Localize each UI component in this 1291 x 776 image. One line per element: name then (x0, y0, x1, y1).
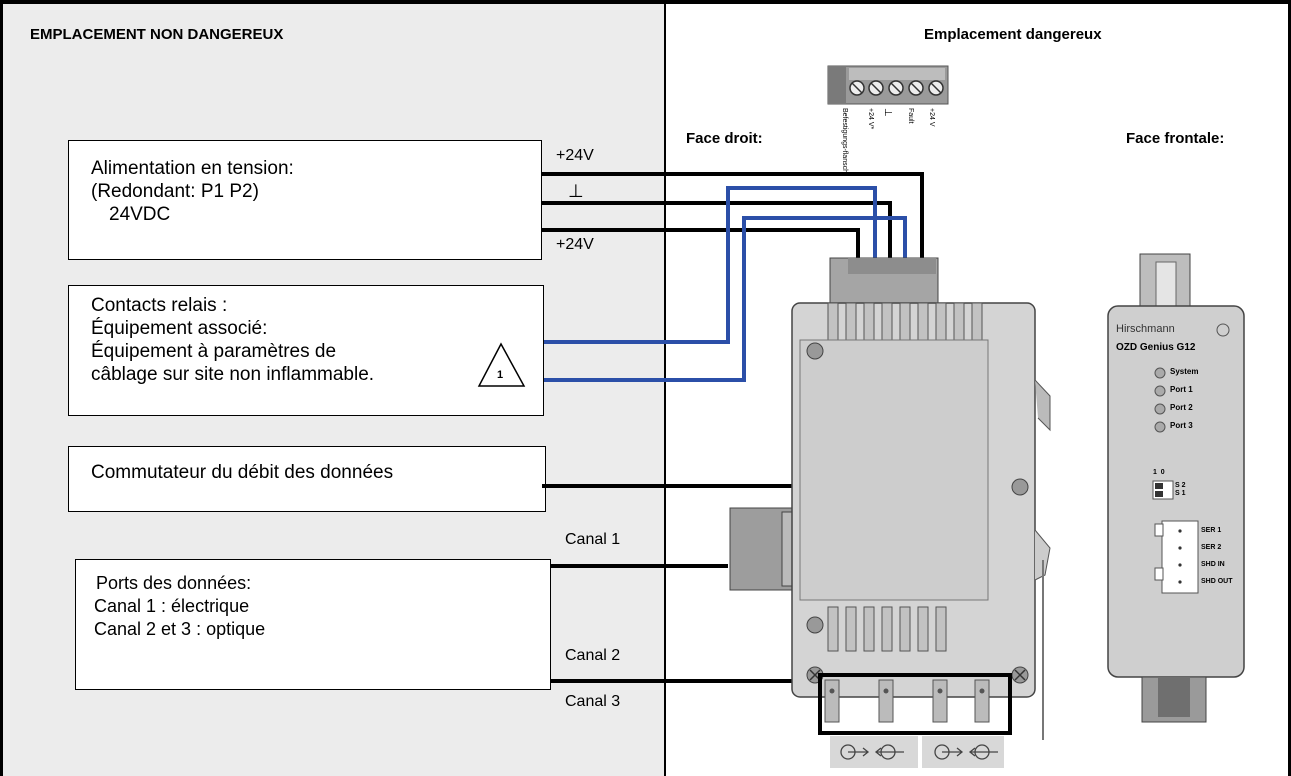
optical-ports-highlight (818, 673, 1012, 735)
model-label: OZD Genius G12 (1116, 342, 1196, 353)
canal1-label: Canal 1 (565, 531, 621, 548)
terminal-label-flange: Befestigungs-flansch (841, 108, 848, 173)
terminal-label-ground: ⊥ (882, 108, 893, 117)
relay-contacts-box: Contacts relais : Équipement associé: Éq… (68, 285, 544, 416)
ground-label: ⊥ (568, 181, 584, 201)
data-ports-box: Ports des données: Canal 1 : électrique … (75, 559, 551, 690)
terminal-block (827, 65, 949, 105)
terminal-label-plus24-star: +24 V* (867, 108, 874, 130)
terminal-label-fault: Fault (907, 108, 914, 124)
ports-line-1: Ports des données: (96, 573, 252, 593)
pin-shdout-label: SHD OUT (1201, 578, 1233, 585)
switch-line-1: Commutateur du débit des données (91, 462, 394, 483)
pin-ser2-label: SER 2 (1201, 544, 1222, 551)
relay-line-3: Équipement à paramètres de (91, 341, 337, 362)
front-view-label: Face frontale: (1126, 130, 1225, 147)
hazardous-title: Emplacement dangereux (924, 26, 1102, 43)
relay-line-4: câblage sur site non inflammable. (91, 364, 375, 385)
non-hazardous-title: EMPLACEMENT NON DANGEREUX (30, 26, 284, 43)
power-line-1: Alimentation en tension: (91, 158, 294, 179)
warning-number: 1 (497, 369, 504, 381)
pin-ser1-label: SER 1 (1201, 527, 1222, 534)
data-rate-switch-box: Commutateur du débit des données (68, 446, 546, 512)
pin-shdin-label: SHD IN (1201, 561, 1225, 568)
plus24v-bottom-label: +24V (556, 236, 594, 253)
side-view-label: Face droit: (686, 130, 763, 147)
terminal-label-plus24: +24 V (928, 108, 935, 127)
dip-s2-label: S 2 (1175, 482, 1186, 489)
dip-header: 1 0 (1153, 469, 1165, 476)
ports-line-2: Canal 1 : électrique (94, 596, 250, 616)
ports-line-3: Canal 2 et 3 : optique (94, 619, 266, 639)
power-wires (542, 172, 924, 683)
led-port1-label: Port 1 (1170, 385, 1193, 394)
brand-label: Hirschmann (1116, 323, 1175, 335)
power-line-2: (Redondant: P1 P2) (91, 181, 259, 202)
power-supply-box: Alimentation en tension: (Redondant: P1 … (68, 140, 542, 260)
led-port3-label: Port 3 (1170, 421, 1193, 430)
canal2-label: Canal 2 (565, 647, 621, 664)
relay-line-1: Contacts relais : (91, 295, 228, 316)
device-side-view (729, 257, 1051, 740)
relay-wires (544, 186, 907, 382)
plus24v-top-label: +24V (556, 147, 594, 164)
led-port2-label: Port 2 (1170, 403, 1193, 412)
power-line-3: 24VDC (109, 204, 171, 225)
device-front-view (1107, 253, 1245, 723)
dip-s1-label: S 1 (1175, 490, 1186, 497)
led-system-label: System (1170, 367, 1199, 376)
warning-triangle-icon (477, 342, 526, 387)
canal3-label: Canal 3 (565, 693, 621, 710)
relay-line-2: Équipement associé: (91, 318, 268, 339)
